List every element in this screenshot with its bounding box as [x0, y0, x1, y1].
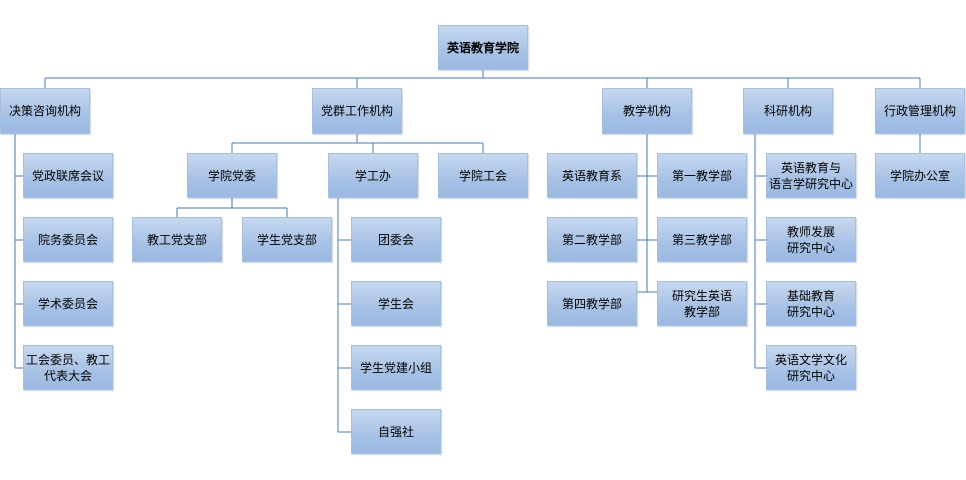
academic-committee-node: 学术委员会 — [23, 281, 113, 326]
node-label: 第三教学部 — [671, 232, 732, 247]
node-label-line: 研究中心 — [786, 240, 835, 255]
lit-culture-node: 英语文学文化研究中心 — [766, 345, 856, 390]
node-label: 英语教育与语言学研究中心 — [769, 160, 853, 192]
teaching-div-1-node: 第一教学部 — [657, 153, 747, 198]
college-office-node: 学院办公室 — [875, 153, 965, 198]
node-label: 学术委员会 — [37, 296, 98, 311]
decision-node: 决策咨询机构 — [0, 88, 90, 134]
self-improvement-club-node: 自强社 — [351, 409, 441, 454]
college-committee-node: 院务委员会 — [23, 217, 113, 262]
node-label: 第二教学部 — [561, 232, 622, 247]
admin-node: 行政管理机构 — [875, 88, 965, 134]
node-label-line: 研究中心 — [786, 304, 835, 319]
teaching-div-4-node: 第四教学部 — [547, 281, 637, 326]
node-label: 第一教学部 — [671, 168, 732, 183]
teaching-node: 教学机构 — [602, 88, 692, 134]
node-label: 教师发展研究中心 — [787, 224, 835, 256]
research-node: 科研机构 — [743, 88, 833, 134]
student-union-node: 学生会 — [351, 281, 441, 326]
node-label: 院务委员会 — [37, 232, 98, 247]
union-congress-node: 工会委员、教工代表大会 — [23, 345, 113, 390]
node-label: 学院工会 — [458, 168, 507, 183]
node-label: 学生党建小组 — [359, 360, 432, 375]
node-label-line: 工会委员、教工 — [26, 352, 111, 367]
node-label: 英语教育系 — [561, 168, 622, 183]
grad-div-node: 研究生英语教学部 — [657, 281, 747, 326]
node-label: 学生党支部 — [256, 232, 317, 247]
node-label: 团委会 — [377, 232, 414, 247]
node-label-line: 研究生英语 — [671, 288, 732, 303]
node-label: 党群工作机构 — [320, 104, 393, 118]
english-ed-dept-node: 英语教育系 — [547, 153, 637, 198]
node-label: 学工办 — [354, 168, 391, 183]
node-label: 行政管理机构 — [883, 104, 956, 118]
node-label-line: 教学部 — [683, 304, 720, 319]
node-label: 工会委员、教工代表大会 — [26, 352, 110, 384]
node-label-line: 语言学研究中心 — [769, 176, 854, 191]
node-label: 学生会 — [377, 296, 414, 311]
teacher-dev-node: 教师发展研究中心 — [766, 217, 856, 262]
root-node: 英语教育学院 — [438, 25, 528, 70]
student-branch-node: 学生党支部 — [242, 217, 332, 262]
node-label: 研究生英语教学部 — [672, 288, 732, 320]
node-label: 第四教学部 — [561, 296, 622, 311]
node-label: 英语文学文化研究中心 — [775, 352, 847, 384]
basic-ed-node: 基础教育研究中心 — [766, 281, 856, 326]
party-node: 党群工作机构 — [312, 88, 402, 134]
student-affairs-node: 学工办 — [328, 153, 418, 198]
node-label: 英语教育学院 — [446, 40, 519, 55]
node-label-line: 代表大会 — [43, 368, 92, 383]
party-building-group-node: 学生党建小组 — [351, 345, 441, 390]
youth-league-node: 团委会 — [351, 217, 441, 262]
node-label: 基础教育研究中心 — [787, 288, 835, 320]
eling-center-node: 英语教育与语言学研究中心 — [766, 153, 856, 198]
node-label: 教学机构 — [622, 104, 671, 118]
node-label-line: 基础教育 — [786, 288, 835, 303]
college-union-node: 学院工会 — [438, 153, 528, 198]
node-label: 学院办公室 — [889, 168, 950, 183]
node-label: 教工党支部 — [146, 232, 207, 247]
node-label: 党政联席会议 — [31, 168, 104, 183]
teaching-div-2-node: 第二教学部 — [547, 217, 637, 262]
node-label-line: 教师发展 — [786, 224, 835, 239]
node-label: 决策咨询机构 — [8, 104, 81, 118]
node-label-line: 研究中心 — [786, 368, 835, 383]
party-committee-node: 学院党委 — [187, 153, 277, 198]
node-label: 科研机构 — [763, 104, 812, 118]
node-label: 学院党委 — [207, 168, 256, 183]
joint-meeting-node: 党政联席会议 — [23, 153, 113, 198]
node-label-line: 英语教育与 — [780, 160, 841, 175]
staff-branch-node: 教工党支部 — [132, 217, 222, 262]
node-label-line: 英语文学文化 — [774, 352, 847, 367]
node-label: 自强社 — [377, 424, 414, 439]
teaching-div-3-node: 第三教学部 — [657, 217, 747, 262]
